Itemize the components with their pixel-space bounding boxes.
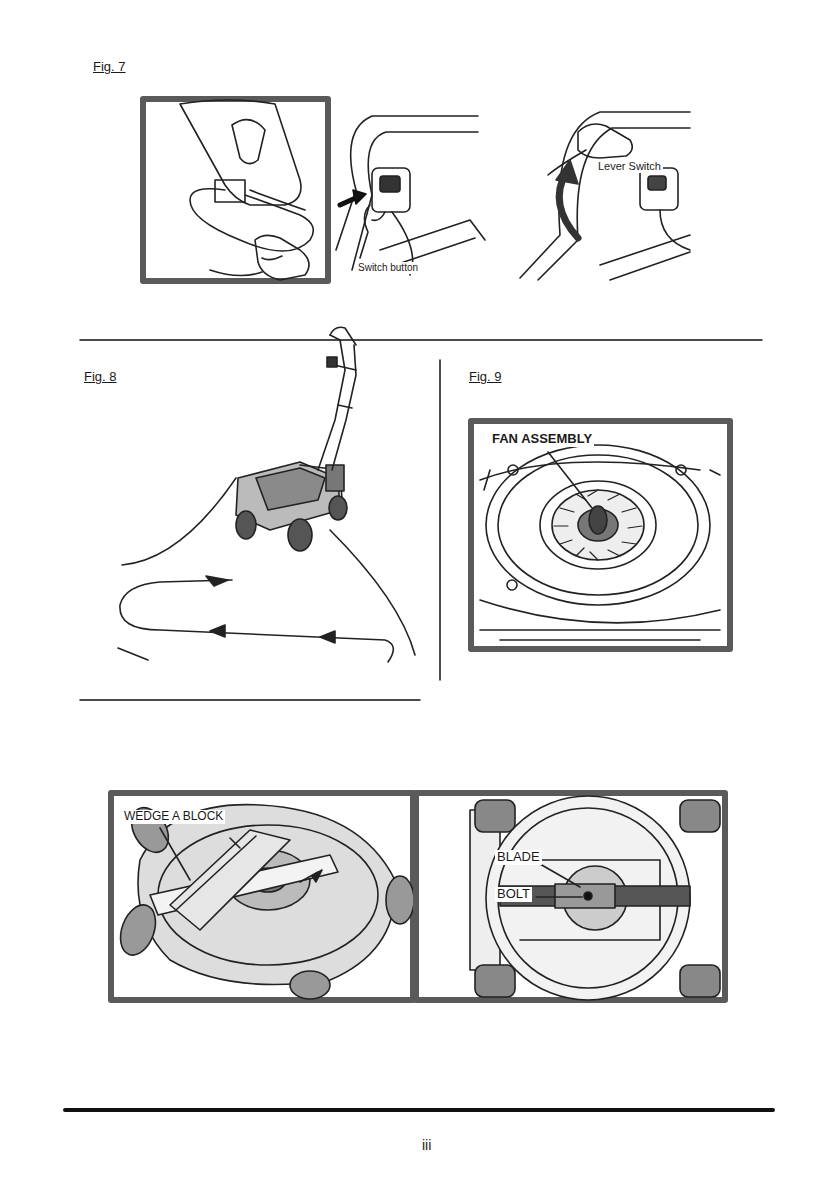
page-number: iii: [420, 1137, 433, 1153]
figure-panel: WEDGE A BLOCK: [108, 790, 416, 1003]
part-label: BOLT: [495, 887, 532, 902]
figure-number: Fig. 9: [467, 370, 504, 385]
figure-panel: Switch button Lever Switch: [328, 96, 693, 286]
figure-number: Fig. 8: [82, 370, 119, 385]
part-label: FAN ASSEMBLY: [490, 432, 594, 447]
part-label: BLADE: [495, 850, 542, 865]
figure-panel: FAN ASSEMBLY: [468, 418, 733, 652]
figure-panel: BLADE BOLT: [413, 790, 728, 1003]
figure-number: Fig. 7: [91, 60, 128, 75]
part-label: Switch button: [356, 262, 420, 274]
part-label: WEDGE A BLOCK: [122, 810, 225, 824]
part-label: Lever Switch: [596, 160, 663, 173]
